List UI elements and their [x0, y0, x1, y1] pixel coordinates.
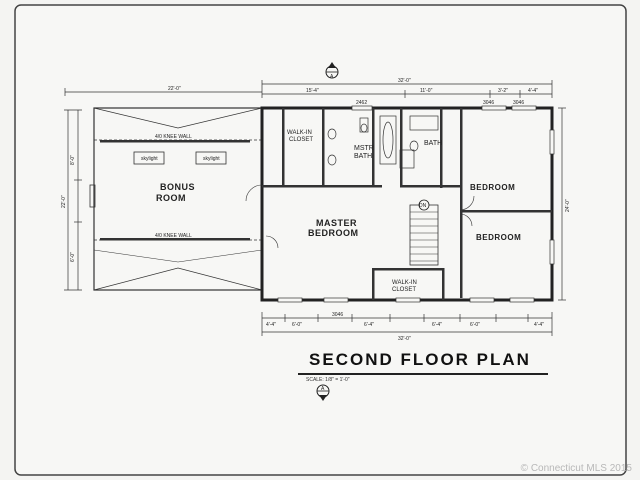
room-label-bedroom-2: BEDROOM: [476, 233, 521, 242]
dimension-lines-left: [64, 109, 82, 291]
stair-treads: [410, 211, 438, 262]
knee-wall-top-note: 4/0 KNEE WALL: [155, 134, 192, 140]
dim-bottom-9: 4'-4": [534, 322, 544, 328]
dimension-lines-right: [558, 107, 566, 301]
dim-bottom-2: 6'-0": [292, 322, 302, 328]
dim-right: 24'-0": [565, 199, 571, 212]
copyright-watermark: © Connecticut MLS 2015: [520, 463, 632, 474]
dim-bottom-6: 6'-4": [432, 322, 442, 328]
window-tag-2: 3046: [513, 100, 524, 106]
dim-top-sub-4: 4'-4": [528, 88, 538, 94]
skylight-label-2: skylight: [203, 156, 220, 162]
bath-fixtures: [327, 115, 439, 169]
dimension-lines-top: [64, 80, 553, 98]
svg-text:A: A: [321, 386, 325, 392]
dim-top-sub-3: 3'-2": [498, 88, 508, 94]
section-marker-bottom: A: [316, 384, 330, 401]
drawing-scale: SCALE: 1/8" = 1'-0": [306, 377, 350, 383]
dim-bottom-total: 32'-0": [398, 336, 411, 342]
skylight-label-1: skylight: [141, 156, 158, 162]
dim-top-sub-2: 11'-0": [420, 88, 433, 94]
windows: [277, 105, 555, 303]
window-tag-4: 2462: [356, 100, 367, 106]
title-underline: [298, 373, 548, 375]
stair-dn-marker: [418, 199, 430, 211]
dim-bottom-1: 4'-4": [266, 322, 276, 328]
drawing-title: SECOND FLOOR PLAN: [309, 350, 531, 369]
dim-top-sub-1: 15'-4": [306, 88, 319, 94]
dim-top-right: 32'-0": [398, 78, 411, 84]
knee-wall-bottom-note: 4/0 KNEE WALL: [155, 233, 192, 239]
dim-left-1: 8'-0": [70, 155, 76, 165]
door-swings: [245, 184, 475, 249]
svg-text:A: A: [330, 74, 334, 80]
section-marker-top: A: [325, 62, 339, 80]
dimension-lines-bottom: [261, 312, 553, 336]
window-tag-1: 3046: [483, 100, 494, 106]
dim-bottom-4: 6'-4": [364, 322, 374, 328]
sheet-border: [14, 4, 627, 476]
window-tag-3: 3046: [332, 312, 343, 318]
room-label-bath: BATH: [424, 140, 442, 147]
dim-bottom-7: 6'-0": [470, 322, 480, 328]
bonus-room-area: [89, 107, 263, 291]
stair-dn-label: DN: [419, 203, 427, 209]
dim-left-3: 6'-0": [70, 252, 76, 262]
dim-top-left: 22'-0": [168, 86, 181, 92]
room-label-bedroom-1: BEDROOM: [470, 183, 515, 192]
dim-left-2: 22'-0": [61, 195, 67, 208]
